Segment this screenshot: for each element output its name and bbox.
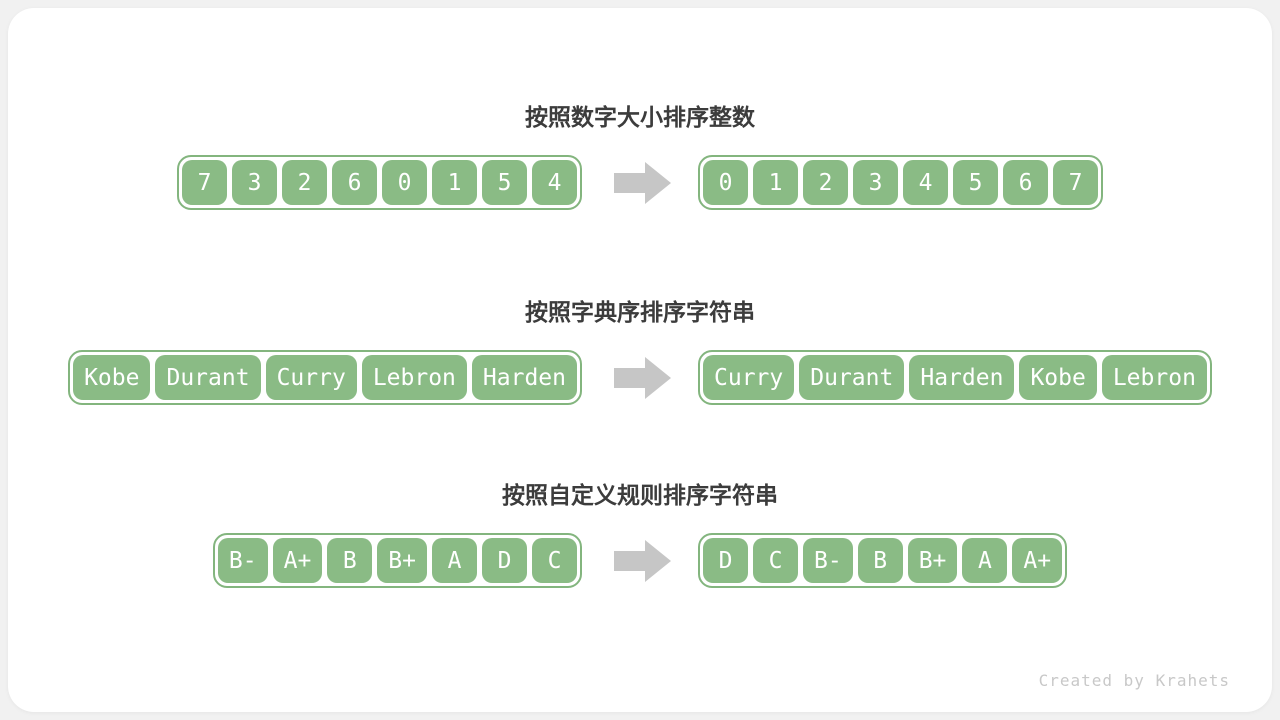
array-cell: 6 (1003, 160, 1048, 205)
section-title: 按照数字大小排序整数 (525, 104, 755, 130)
array-cell: A+ (1012, 538, 1063, 583)
array-cell: A+ (272, 538, 323, 583)
array-cell: 4 (532, 160, 577, 205)
array-cell: Curry (703, 355, 795, 400)
array-cell: Lebron (361, 355, 467, 400)
array-cell: 7 (1053, 160, 1098, 205)
array-cell: Curry (265, 355, 357, 400)
array-cell: B+ (377, 538, 427, 583)
array-cell: A (432, 538, 477, 583)
array-cell: Harden (471, 355, 577, 400)
array-cell: 2 (282, 160, 327, 205)
right-arrow-icon (614, 356, 672, 400)
section-title: 按照字典序排序字符串 (525, 299, 755, 325)
array-cell: Durant (799, 355, 905, 400)
watermark: Created by Krahets (1038, 671, 1230, 690)
array-cell: 0 (382, 160, 427, 205)
array-cell: 6 (332, 160, 377, 205)
array-cell: 3 (853, 160, 898, 205)
array-cell: Durant (155, 355, 261, 400)
array-cell: B- (803, 538, 853, 583)
array-cell: 3 (232, 160, 277, 205)
array-cell: 7 (182, 160, 227, 205)
array-cell: 5 (953, 160, 998, 205)
array-cell: 1 (753, 160, 798, 205)
right-arrow-icon (614, 539, 672, 583)
array-cell: 1 (432, 160, 477, 205)
array-cell: Kobe (73, 355, 151, 400)
array-cell: B+ (907, 538, 958, 583)
array-cell: 2 (803, 160, 848, 205)
array-cell: 0 (703, 160, 748, 205)
array-cell: C (753, 538, 798, 583)
array-cell: Harden (909, 355, 1015, 400)
array-cell: B (857, 538, 903, 583)
right-arrow-icon (614, 161, 672, 205)
array-cell: 5 (482, 160, 527, 205)
array-cell: Kobe (1019, 355, 1097, 400)
array-cell: D (703, 538, 748, 583)
array-cell: D (482, 538, 527, 583)
array-cell: C (532, 538, 577, 583)
array-cell: A (962, 538, 1008, 583)
array-cell: 4 (903, 160, 948, 205)
array-cell: B (327, 538, 373, 583)
section-title: 按照自定义规则排序字符串 (502, 482, 778, 508)
array-cell: Lebron (1101, 355, 1207, 400)
array-cell: B- (217, 538, 268, 583)
